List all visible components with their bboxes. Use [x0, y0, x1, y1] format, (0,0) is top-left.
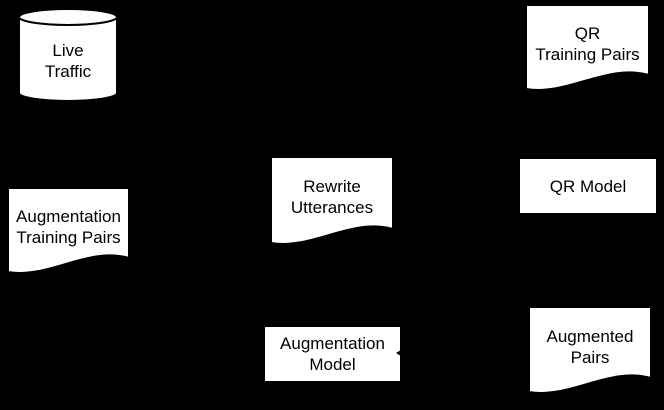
- label-line: Augmented: [546, 326, 634, 346]
- label-line: Traffic: [44, 61, 92, 81]
- label-line: Model: [309, 355, 356, 374]
- rewrite-utterances-label: Rewrite Utterances: [270, 156, 394, 238]
- augmented-pairs-label: Augmented Pairs: [528, 306, 652, 387]
- node-augmentation-training-pairs: Augmentation Training Pairs: [7, 187, 130, 274]
- augmentation-model-label: Augmentation Model: [265, 327, 400, 381]
- node-augmented-pairs: Augmented Pairs: [528, 306, 652, 394]
- live-traffic-label: Live Traffic: [18, 8, 118, 104]
- label-line: Augmentation: [16, 207, 121, 226]
- label-line: Utterances: [290, 198, 374, 217]
- node-live-traffic: Live Traffic: [18, 8, 118, 104]
- augmentation-training-pairs-label: Augmentation Training Pairs: [7, 187, 130, 267]
- document-shape: [7, 187, 130, 274]
- document-shape: [525, 4, 650, 91]
- node-rewrite-utterances: Rewrite Utterances: [270, 156, 394, 245]
- node-qr-model: QR Model: [518, 157, 658, 215]
- document-shape: [528, 306, 652, 394]
- node-augmentation-model: Augmentation Model: [263, 325, 402, 383]
- label-line: Live: [52, 40, 84, 60]
- label-line: Training Pairs: [535, 45, 640, 64]
- label-line: Augmentation: [280, 334, 385, 353]
- qr-training-pairs-label: QR Training Pairs: [525, 4, 650, 84]
- label-line: Rewrite: [303, 177, 361, 196]
- arrowhead-icon: [396, 350, 401, 356]
- label-line: QR: [574, 24, 601, 43]
- qr-model-label: QR Model: [520, 159, 656, 213]
- label-line: Pairs: [570, 347, 610, 367]
- node-qr-training-pairs: QR Training Pairs: [525, 4, 650, 91]
- cylinder-shape: [18, 8, 118, 102]
- document-shape: [270, 156, 394, 245]
- label-line: QR Model: [549, 176, 627, 196]
- label-line: Training Pairs: [16, 228, 121, 247]
